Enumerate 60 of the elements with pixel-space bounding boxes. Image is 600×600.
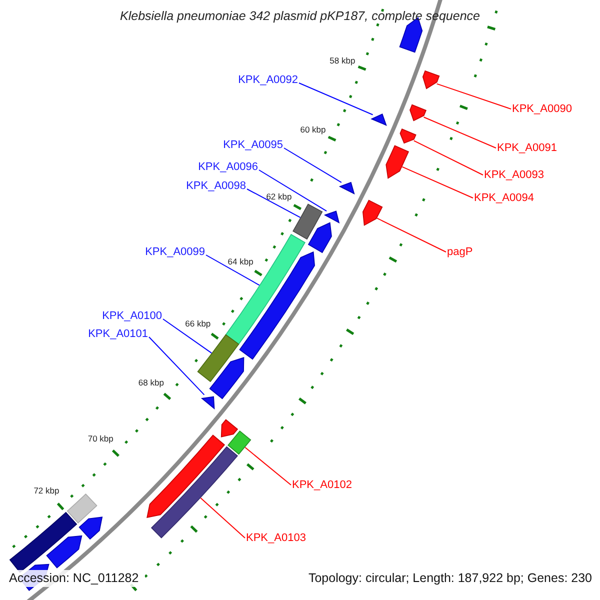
gene-feature (386, 145, 409, 179)
gene-bar (292, 204, 323, 240)
topology-label: Topology: circular; Length: 187,922 bp; Genes: 230 (308, 571, 592, 586)
gene-label: KPK_A0102 (292, 478, 352, 492)
gene-feature (146, 434, 225, 518)
leader-line (206, 254, 260, 286)
gene-feature (308, 222, 332, 253)
title: Klebsiella pneumoniae 342 plasmid pKP187, complete sequence (119, 10, 481, 23)
gene-label: KPK_A0095 (223, 138, 283, 152)
leader-line (200, 498, 246, 538)
leader-line (376, 218, 446, 252)
gene-label: KPK_A0090 (512, 102, 572, 116)
gene-feature (370, 114, 387, 126)
gene-label: KPK_A0100 (102, 310, 162, 322)
gene-bar (228, 430, 252, 455)
leader-line (148, 336, 205, 396)
gene-feature (46, 535, 82, 568)
tick-label: 68 kbp (138, 376, 164, 390)
leader-line (402, 166, 474, 198)
tick-label: 70 kbp (88, 432, 114, 446)
tick-label: 72 kbp (34, 484, 60, 498)
gene-bar (66, 494, 98, 524)
leader-line (298, 82, 374, 116)
gene-label: KPK_A0103 (246, 532, 306, 544)
gene-feature (209, 357, 244, 400)
tick-label: 62 kbp (266, 190, 292, 204)
gene-feature (362, 200, 383, 226)
leader-line (284, 148, 342, 183)
tick-label: 60 kbp (300, 123, 326, 136)
gene-feature (422, 70, 440, 90)
gene-label: KPK_A0094 (474, 192, 534, 204)
gene-bar (225, 234, 306, 345)
gene-feature (220, 419, 238, 438)
leader-line (162, 318, 212, 354)
tick-label: 66 kbp (185, 317, 211, 330)
gene-feature (410, 104, 426, 122)
gene-bar (151, 446, 238, 538)
gene-label: pagP (447, 246, 473, 258)
leader-line (246, 188, 301, 218)
gene-feature (338, 182, 355, 195)
leader-line (436, 83, 512, 110)
gene-label: KPK_A0096 (198, 160, 258, 174)
gene-label: KPK_A0098 (186, 180, 246, 192)
tick-label: 64 kbp (228, 255, 254, 268)
gene-feature (78, 516, 103, 540)
gene-label: KPK_A0092 (238, 74, 298, 86)
tick-label: 58 kbp (330, 54, 356, 68)
gene-feature (324, 210, 340, 224)
gene-label: KPK_A0093 (484, 168, 544, 182)
gene-label: KPK_A0099 (145, 246, 205, 258)
leader-line (258, 170, 328, 212)
leader-line (413, 140, 484, 176)
gene-feature (200, 396, 215, 410)
gene-feature (400, 128, 416, 144)
gene-feature (239, 252, 315, 360)
gene-label: KPK_A0101 (88, 328, 148, 340)
leader-line (423, 116, 496, 148)
gene-bar (197, 334, 240, 382)
gene-bar (10, 512, 78, 573)
gene-label: KPK_A0091 (497, 142, 557, 154)
